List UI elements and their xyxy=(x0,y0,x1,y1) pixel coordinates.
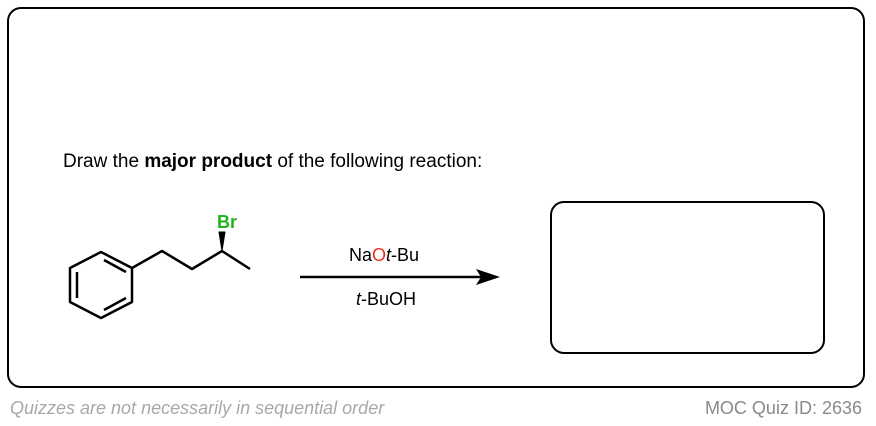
question-emphasis: major product xyxy=(144,151,273,172)
quiz-card xyxy=(7,7,865,388)
aromatic-bond xyxy=(103,296,127,312)
question-suffix: of the following reaction: xyxy=(272,151,483,172)
aromatic-bond xyxy=(103,258,127,274)
benzene-ring xyxy=(68,250,134,320)
alkyl-chain xyxy=(131,249,251,271)
starting-material xyxy=(68,231,251,320)
solvent-below: t-BuOH xyxy=(356,289,416,309)
quiz-id: MOC Quiz ID: 2636 xyxy=(704,398,862,418)
question-text: Draw the major product of the following … xyxy=(63,151,482,173)
reaction-arrow xyxy=(300,269,500,285)
reagent-above: NaOt-Bu xyxy=(349,245,419,265)
footer-note: Quizzes are not necessarily in sequentia… xyxy=(10,398,385,418)
question-prefix: Draw the xyxy=(63,151,145,172)
bromine-label: Br xyxy=(217,212,237,232)
answer-box[interactable] xyxy=(550,201,825,354)
wedge-bond xyxy=(218,231,226,252)
